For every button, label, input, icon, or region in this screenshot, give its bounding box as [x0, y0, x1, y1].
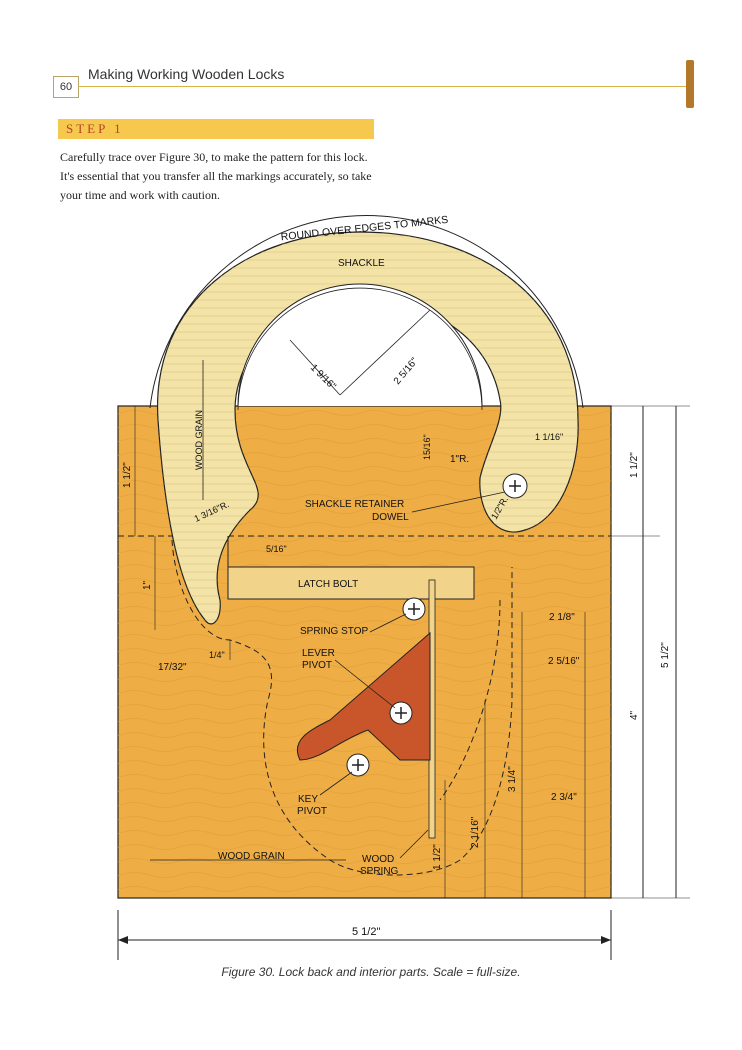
edge-tab — [686, 60, 694, 108]
shackle-dowel-pivot — [502, 473, 528, 499]
dim-1-1-2-bottom: 1 1/2" — [432, 844, 443, 870]
dim-2-1-8: 2 1/8" — [549, 612, 575, 623]
dim-1-4: 1/4" — [209, 650, 225, 660]
dim-2-3-4: 2 3/4" — [551, 792, 577, 803]
label-dowel: DOWEL — [372, 512, 409, 523]
dim-3-1-4: 3 1/4" — [507, 766, 518, 792]
figure-caption: Figure 30. Lock back and interior parts.… — [221, 965, 521, 979]
label-radius-1: 1"R. — [450, 454, 469, 465]
lever-pivot — [389, 701, 413, 725]
dim-1-1-16: 1 1/16" — [535, 432, 563, 442]
label-key: KEY — [298, 794, 318, 805]
step-band — [58, 119, 374, 139]
page-number: 60 — [53, 76, 79, 98]
dim-17-32: 17/32" — [158, 662, 187, 673]
dim-2-5-16-right: 2 5/16" — [548, 656, 580, 667]
dim-4: 4" — [629, 710, 640, 720]
label-pivot: PIVOT — [302, 660, 332, 671]
key-pivot — [346, 753, 370, 777]
label-wood: WOOD — [362, 854, 394, 865]
running-head: Making Working Wooden Locks — [88, 66, 285, 82]
intro-paragraph: Carefully trace over Figure 30, to make … — [60, 150, 372, 202]
label-wood-grain-vertical: WOOD GRAIN — [194, 410, 204, 470]
label-shackle: SHACKLE — [338, 258, 385, 269]
dim-1-left: 1" — [142, 580, 153, 590]
dim-5-16: 5/16" — [266, 544, 287, 554]
lever — [296, 631, 431, 761]
dim-1-1-2-left: 1 1/2" — [122, 462, 133, 488]
dim-2-1-16: 2 1/16" — [470, 816, 481, 848]
dim-5-1-2-bottom: 5 1/2" — [352, 926, 380, 938]
label-wood-grain-bottom: WOOD GRAIN — [218, 851, 285, 862]
spring-stop-pivot — [402, 597, 426, 621]
dim-5-1-2-right: 5 1/2" — [660, 642, 671, 668]
label-lever: LEVER — [302, 648, 335, 659]
dim-15-16: 15/16" — [422, 434, 432, 460]
step-label: STEP 1 — [66, 121, 124, 136]
label-shackle-retainer: SHACKLE RETAINER — [305, 499, 404, 510]
label-latch-bolt: LATCH BOLT — [298, 579, 358, 590]
header-rule — [78, 86, 688, 87]
label-key-pivot: PIVOT — [297, 806, 327, 817]
label-spring: SPRING — [360, 866, 399, 877]
label-spring-stop: SPRING STOP — [300, 626, 368, 637]
dim-1-1-2-right: 1 1/2" — [629, 452, 640, 478]
